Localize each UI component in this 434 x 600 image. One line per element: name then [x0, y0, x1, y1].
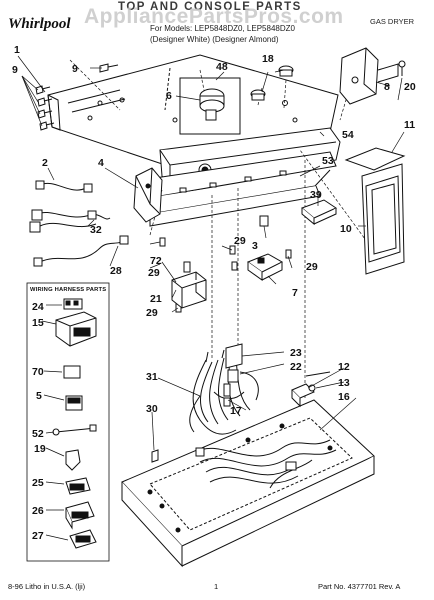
- footer-part-number: Part No. 4377701 Rev. A: [318, 582, 401, 591]
- page-title: TOP AND CONSOLE PARTS: [118, 1, 302, 13]
- callout-numbers: 1 9 9 48 6 18 8 20 11 54 53 2 4 39 10 32…: [12, 44, 416, 417]
- wire-harness-32: [29, 209, 111, 233]
- callout-18: 18: [262, 53, 274, 65]
- appliance-type: GAS DRYER: [370, 17, 415, 26]
- connector-23: [225, 343, 243, 369]
- callout-72: 72: [150, 255, 162, 267]
- callout-4: 4: [98, 157, 104, 169]
- box-callout-52: 52: [32, 428, 44, 440]
- model-colors: (Designer White) (Designer Almond): [150, 35, 279, 44]
- box-callout-70: 70: [32, 366, 44, 378]
- brand-logo: Whirlpool: [8, 16, 71, 32]
- callout-39: 39: [310, 189, 322, 201]
- callout-1: 1: [14, 44, 20, 56]
- dryer-top-base: [121, 399, 375, 568]
- box-callout-24: 24: [32, 301, 44, 313]
- footer-litho: 8-96 Litho in U.S.A. (lji): [8, 582, 86, 591]
- callout-6: 6: [166, 90, 172, 102]
- relay-21: [171, 261, 207, 309]
- callout-29b: 29: [234, 235, 246, 247]
- wire-harness-2: [35, 180, 93, 193]
- footer-page-number: 1: [214, 582, 219, 591]
- box-callouts: 24 15 70 5 52 19 25 26 27: [32, 301, 46, 542]
- harness-parts-icons: [52, 298, 97, 549]
- box-callout-19: 19: [34, 443, 46, 455]
- box-callout-26: 26: [32, 505, 44, 517]
- callout-31: 31: [146, 371, 158, 383]
- timer-3: [259, 215, 269, 227]
- clip-30: [151, 449, 159, 463]
- callout-2: 2: [42, 157, 48, 169]
- callout-32: 32: [90, 224, 102, 236]
- bracket-8: [339, 47, 406, 105]
- connector-22: [227, 369, 239, 383]
- box-callout-5: 5: [36, 390, 42, 402]
- callout-16: 16: [338, 391, 350, 403]
- leader-lines: [17, 55, 405, 541]
- callout-29c: 29: [306, 261, 318, 273]
- callout-53: 53: [322, 155, 334, 167]
- callout-9a: 9: [12, 64, 18, 76]
- box-callout-27: 27: [32, 530, 44, 542]
- callout-21: 21: [150, 293, 162, 305]
- knob-6: [199, 88, 225, 121]
- callout-29a: 29: [148, 267, 160, 279]
- knob-48-box: [179, 77, 241, 135]
- fasteners-17: [223, 383, 231, 407]
- wire-harness-28: [33, 235, 129, 267]
- callout-3: 3: [252, 240, 258, 252]
- console-body: [149, 127, 341, 227]
- box-callout-15: 15: [32, 317, 44, 329]
- callout-29d: 29: [146, 307, 158, 319]
- callout-8: 8: [384, 81, 390, 93]
- box-callout-25: 25: [32, 477, 44, 489]
- callout-30: 30: [146, 403, 158, 415]
- trim-11: [344, 147, 406, 171]
- panel-10: [361, 163, 405, 275]
- callout-13: 13: [338, 377, 350, 389]
- wiring-box-title: WIRING HARNESS PARTS: [30, 287, 107, 293]
- callout-28: 28: [110, 265, 122, 277]
- callout-12: 12: [338, 361, 350, 373]
- callout-17: 17: [230, 405, 242, 417]
- end-cap-4: [133, 167, 163, 223]
- callout-54: 54: [342, 129, 354, 141]
- callout-7: 7: [292, 287, 298, 299]
- callout-9b: 9: [72, 63, 78, 75]
- screws-9: [35, 63, 119, 131]
- callout-10: 10: [340, 223, 352, 235]
- watermark: AppliancePartsPros.com: [84, 5, 344, 28]
- switch-39: [301, 199, 338, 226]
- screws-29: [159, 237, 292, 313]
- model-numbers: For Models: LEP5848DZ0, LEP5848DZ0: [150, 24, 295, 33]
- callout-20: 20: [404, 81, 416, 93]
- switch-7: [246, 253, 284, 281]
- buttons-18: [250, 65, 294, 101]
- callout-22: 22: [290, 361, 302, 373]
- callout-48: 48: [216, 61, 228, 73]
- callout-23: 23: [290, 347, 302, 359]
- callout-11: 11: [404, 119, 415, 131]
